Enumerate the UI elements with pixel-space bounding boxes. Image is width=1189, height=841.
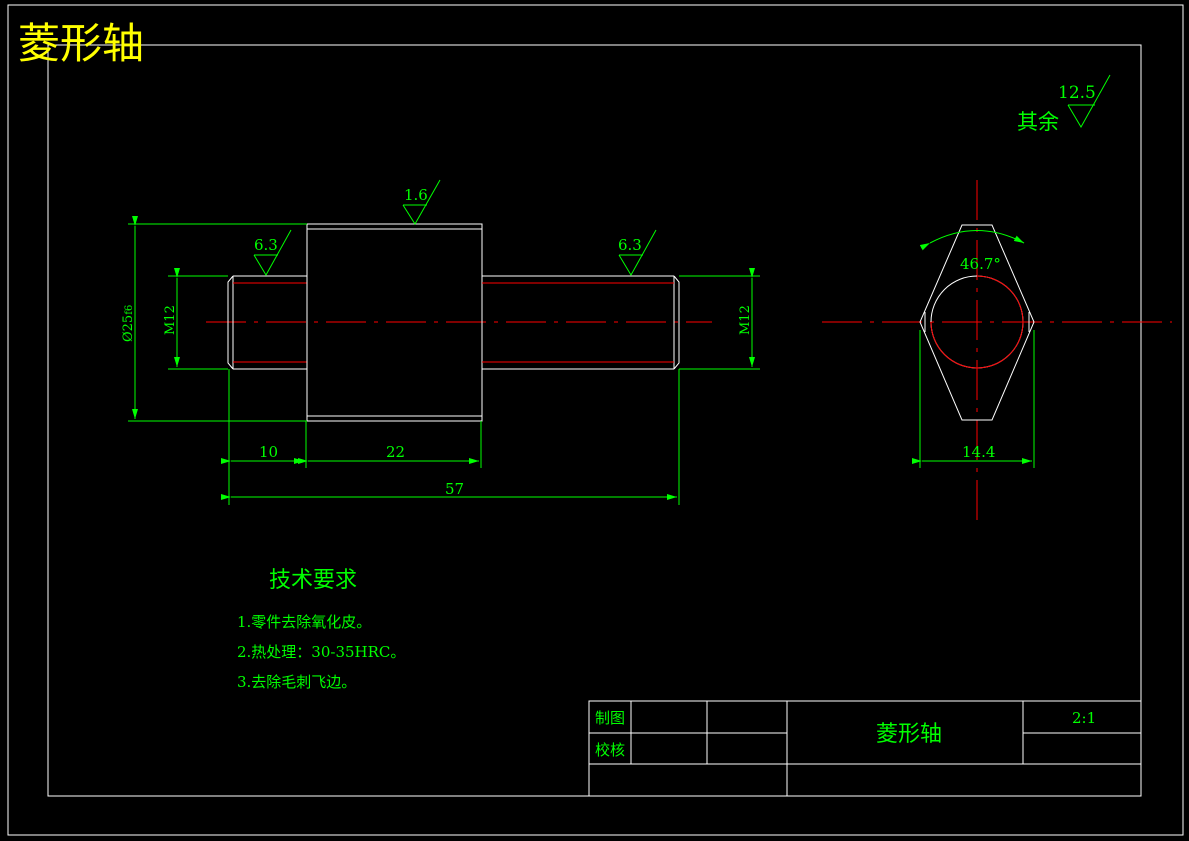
right-thread-root [482, 282, 674, 363]
shaft-body [306, 223, 483, 422]
dim-body-length: 22 [386, 443, 405, 461]
tech-heading: 技术要求 [269, 568, 357, 593]
roughness-rest-label: 其余 [1017, 110, 1059, 134]
dim-total-length: 57 [445, 480, 464, 498]
left-thread-root [233, 282, 307, 363]
dim-thread-length: 10 [259, 443, 278, 461]
side-view [822, 74, 1172, 528]
roughness-body-value: 1.6 [404, 186, 428, 204]
tech-item-3: 3.去除毛刺飞边。 [237, 673, 356, 691]
tech-item-1: 1.零件去除氧化皮。 [237, 613, 371, 631]
roughness-left-value: 6.3 [254, 236, 278, 254]
thread-root-arc [930, 275, 1024, 369]
roughness-rest-value: 12.5 [1058, 83, 1096, 103]
dim-body-diameter: Ø25f6 [121, 305, 136, 342]
left-thread-outline [227, 275, 307, 370]
dim-flat-width: 14.4 [962, 443, 995, 461]
outer-frame [7, 4, 1184, 836]
dim-thread-left: M12 [163, 305, 178, 335]
title-block-checked-by: 校核 [595, 741, 625, 759]
tech-item-2: 2.热处理：30-35HRC。 [237, 643, 405, 661]
roughness-right-value: 6.3 [618, 236, 642, 254]
diamond-profile [919, 224, 1035, 421]
title-block-part-name: 菱形轴 [876, 722, 942, 747]
right-thread-outline [482, 275, 680, 370]
drawing-title: 菱形轴 [18, 19, 144, 68]
dim-thread-right: M12 [738, 305, 753, 335]
title-block [588, 700, 1142, 797]
dim-angle: 46.7° [960, 255, 1001, 273]
title-block-scale: 2:1 [1072, 709, 1096, 727]
title-block-made-by: 制图 [595, 709, 625, 727]
roughness-rest-symbol [1067, 74, 1111, 129]
front-view [128, 179, 760, 505]
